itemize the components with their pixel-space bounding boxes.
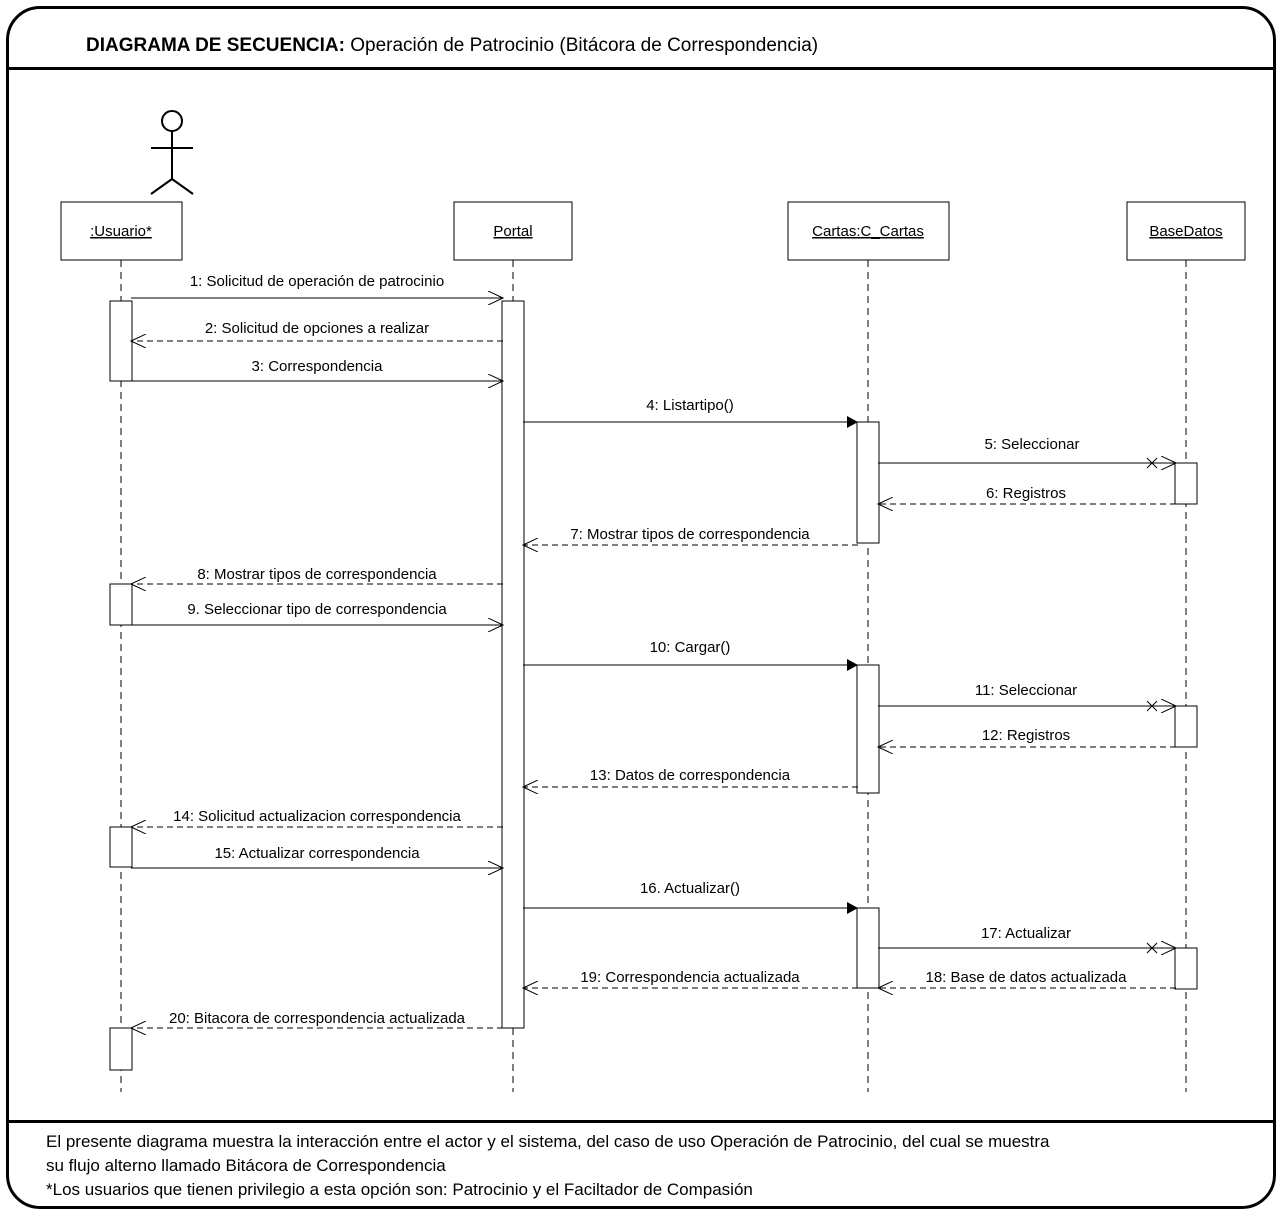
destroy-x-icon bbox=[1146, 457, 1158, 469]
message-label-15: 15: Actualizar correspondencia bbox=[214, 845, 420, 862]
footer-description-line-2: su flujo alterno llamado Bitácora de Cor… bbox=[46, 1156, 446, 1175]
message-label-4: 4: Listartipo() bbox=[646, 397, 734, 414]
destroy-x-icon bbox=[1146, 942, 1158, 954]
lifeline-label-cartas: Cartas:C_Cartas bbox=[812, 223, 924, 240]
activation-bar-portal bbox=[501, 300, 525, 1029]
footer-privilege-note: *Los usuarios que tienen privilegio a es… bbox=[46, 1180, 753, 1199]
activation-bar-usuario bbox=[109, 583, 133, 626]
message-label-2: 2: Solicitud de opciones a realizar bbox=[205, 320, 429, 337]
message-3: 3: Correspondencia bbox=[131, 358, 503, 381]
activation-bar-cartas bbox=[856, 421, 880, 544]
lifeline-label-usuario: :Usuario* bbox=[90, 223, 152, 240]
message-label-18: 18: Base de datos actualizada bbox=[926, 969, 1128, 986]
message-5: 5: Seleccionar bbox=[878, 436, 1176, 468]
message-12: 12: Registros bbox=[878, 727, 1176, 747]
activation-bar-basedatos bbox=[1174, 947, 1198, 990]
message-11: 11: Seleccionar bbox=[878, 682, 1176, 711]
destroy-x-icon bbox=[1146, 700, 1158, 712]
message-10: 10: Cargar() bbox=[523, 639, 858, 671]
lifeline-box-cartas bbox=[787, 201, 950, 261]
message-label-16: 16. Actualizar() bbox=[640, 880, 740, 897]
message-label-1: 1: Solicitud de operación de patrocinio bbox=[190, 273, 444, 290]
message-label-8: 8: Mostrar tipos de correspondencia bbox=[197, 566, 437, 583]
message-18: 18: Base de datos actualizada bbox=[878, 969, 1176, 988]
lifeline-label-basedatos: BaseDatos bbox=[1149, 223, 1222, 240]
lifeline-box-basedatos bbox=[1126, 201, 1246, 261]
activation-bar-usuario bbox=[109, 300, 133, 382]
message-16: 16. Actualizar() bbox=[523, 880, 858, 914]
message-label-19: 19: Correspondencia actualizada bbox=[580, 969, 800, 986]
diagram-title-text: Operación de Patrocinio (Bitácora de Cor… bbox=[350, 35, 819, 56]
message-20: 20: Bitacora de correspondencia actualiz… bbox=[131, 1010, 503, 1028]
activation-bar-cartas bbox=[856, 664, 880, 794]
message-label-7: 7: Mostrar tipos de correspondencia bbox=[570, 526, 810, 543]
message-label-13: 13: Datos de correspondencia bbox=[590, 767, 791, 784]
message-label-12: 12: Registros bbox=[982, 727, 1070, 744]
title-bar bbox=[6, 6, 1276, 70]
message-19: 19: Correspondencia actualizada bbox=[523, 969, 858, 988]
message-label-10: 10: Cargar() bbox=[650, 639, 731, 656]
message-15: 15: Actualizar correspondencia bbox=[131, 845, 503, 868]
message-14: 14: Solicitud actualizacion corresponden… bbox=[131, 808, 503, 827]
lifeline-box-portal bbox=[453, 201, 573, 261]
message-label-6: 6: Registros bbox=[986, 485, 1066, 502]
message-label-3: 3: Correspondencia bbox=[252, 358, 384, 375]
message-9: 9. Seleccionar tipo de correspondencia bbox=[131, 601, 503, 625]
message-8: 8: Mostrar tipos de correspondencia bbox=[131, 566, 503, 584]
lifeline-box-usuario bbox=[60, 201, 183, 261]
activation-bar-basedatos bbox=[1174, 705, 1198, 748]
message-17: 17: Actualizar bbox=[878, 925, 1176, 953]
activation-bar-usuario bbox=[109, 826, 133, 868]
actor-figure-icon bbox=[150, 110, 194, 195]
message-7: 7: Mostrar tipos de correspondencia bbox=[523, 526, 858, 545]
activation-bar-cartas bbox=[856, 907, 880, 989]
diagram-frame bbox=[6, 6, 1276, 1209]
message-13: 13: Datos de correspondencia bbox=[523, 767, 858, 787]
message-1: 1: Solicitud de operación de patrocinio bbox=[131, 273, 503, 298]
message-label-17: 17: Actualizar bbox=[981, 925, 1071, 942]
footer-divider bbox=[6, 1120, 1276, 1123]
message-label-9: 9. Seleccionar tipo de correspondencia bbox=[187, 601, 447, 618]
diagram-title: DIAGRAMA DE SECUENCIA: Operación de Patr… bbox=[86, 35, 818, 57]
activation-bar-basedatos bbox=[1174, 462, 1198, 505]
message-label-20: 20: Bitacora de correspondencia actualiz… bbox=[169, 1010, 466, 1027]
diagram-title-bold: DIAGRAMA DE SECUENCIA: bbox=[86, 35, 345, 56]
message-2: 2: Solicitud de opciones a realizar bbox=[131, 320, 503, 341]
message-label-5: 5: Seleccionar bbox=[984, 436, 1079, 453]
message-label-14: 14: Solicitud actualizacion corresponden… bbox=[173, 808, 461, 825]
message-label-11: 11: Seleccionar bbox=[975, 682, 1077, 699]
message-6: 6: Registros bbox=[878, 485, 1176, 504]
footer-description-line-1: El presente diagrama muestra la interacc… bbox=[46, 1132, 1050, 1151]
activation-bar-usuario bbox=[109, 1027, 133, 1071]
message-4: 4: Listartipo() bbox=[523, 397, 858, 428]
lifeline-label-portal: Portal bbox=[493, 223, 532, 240]
